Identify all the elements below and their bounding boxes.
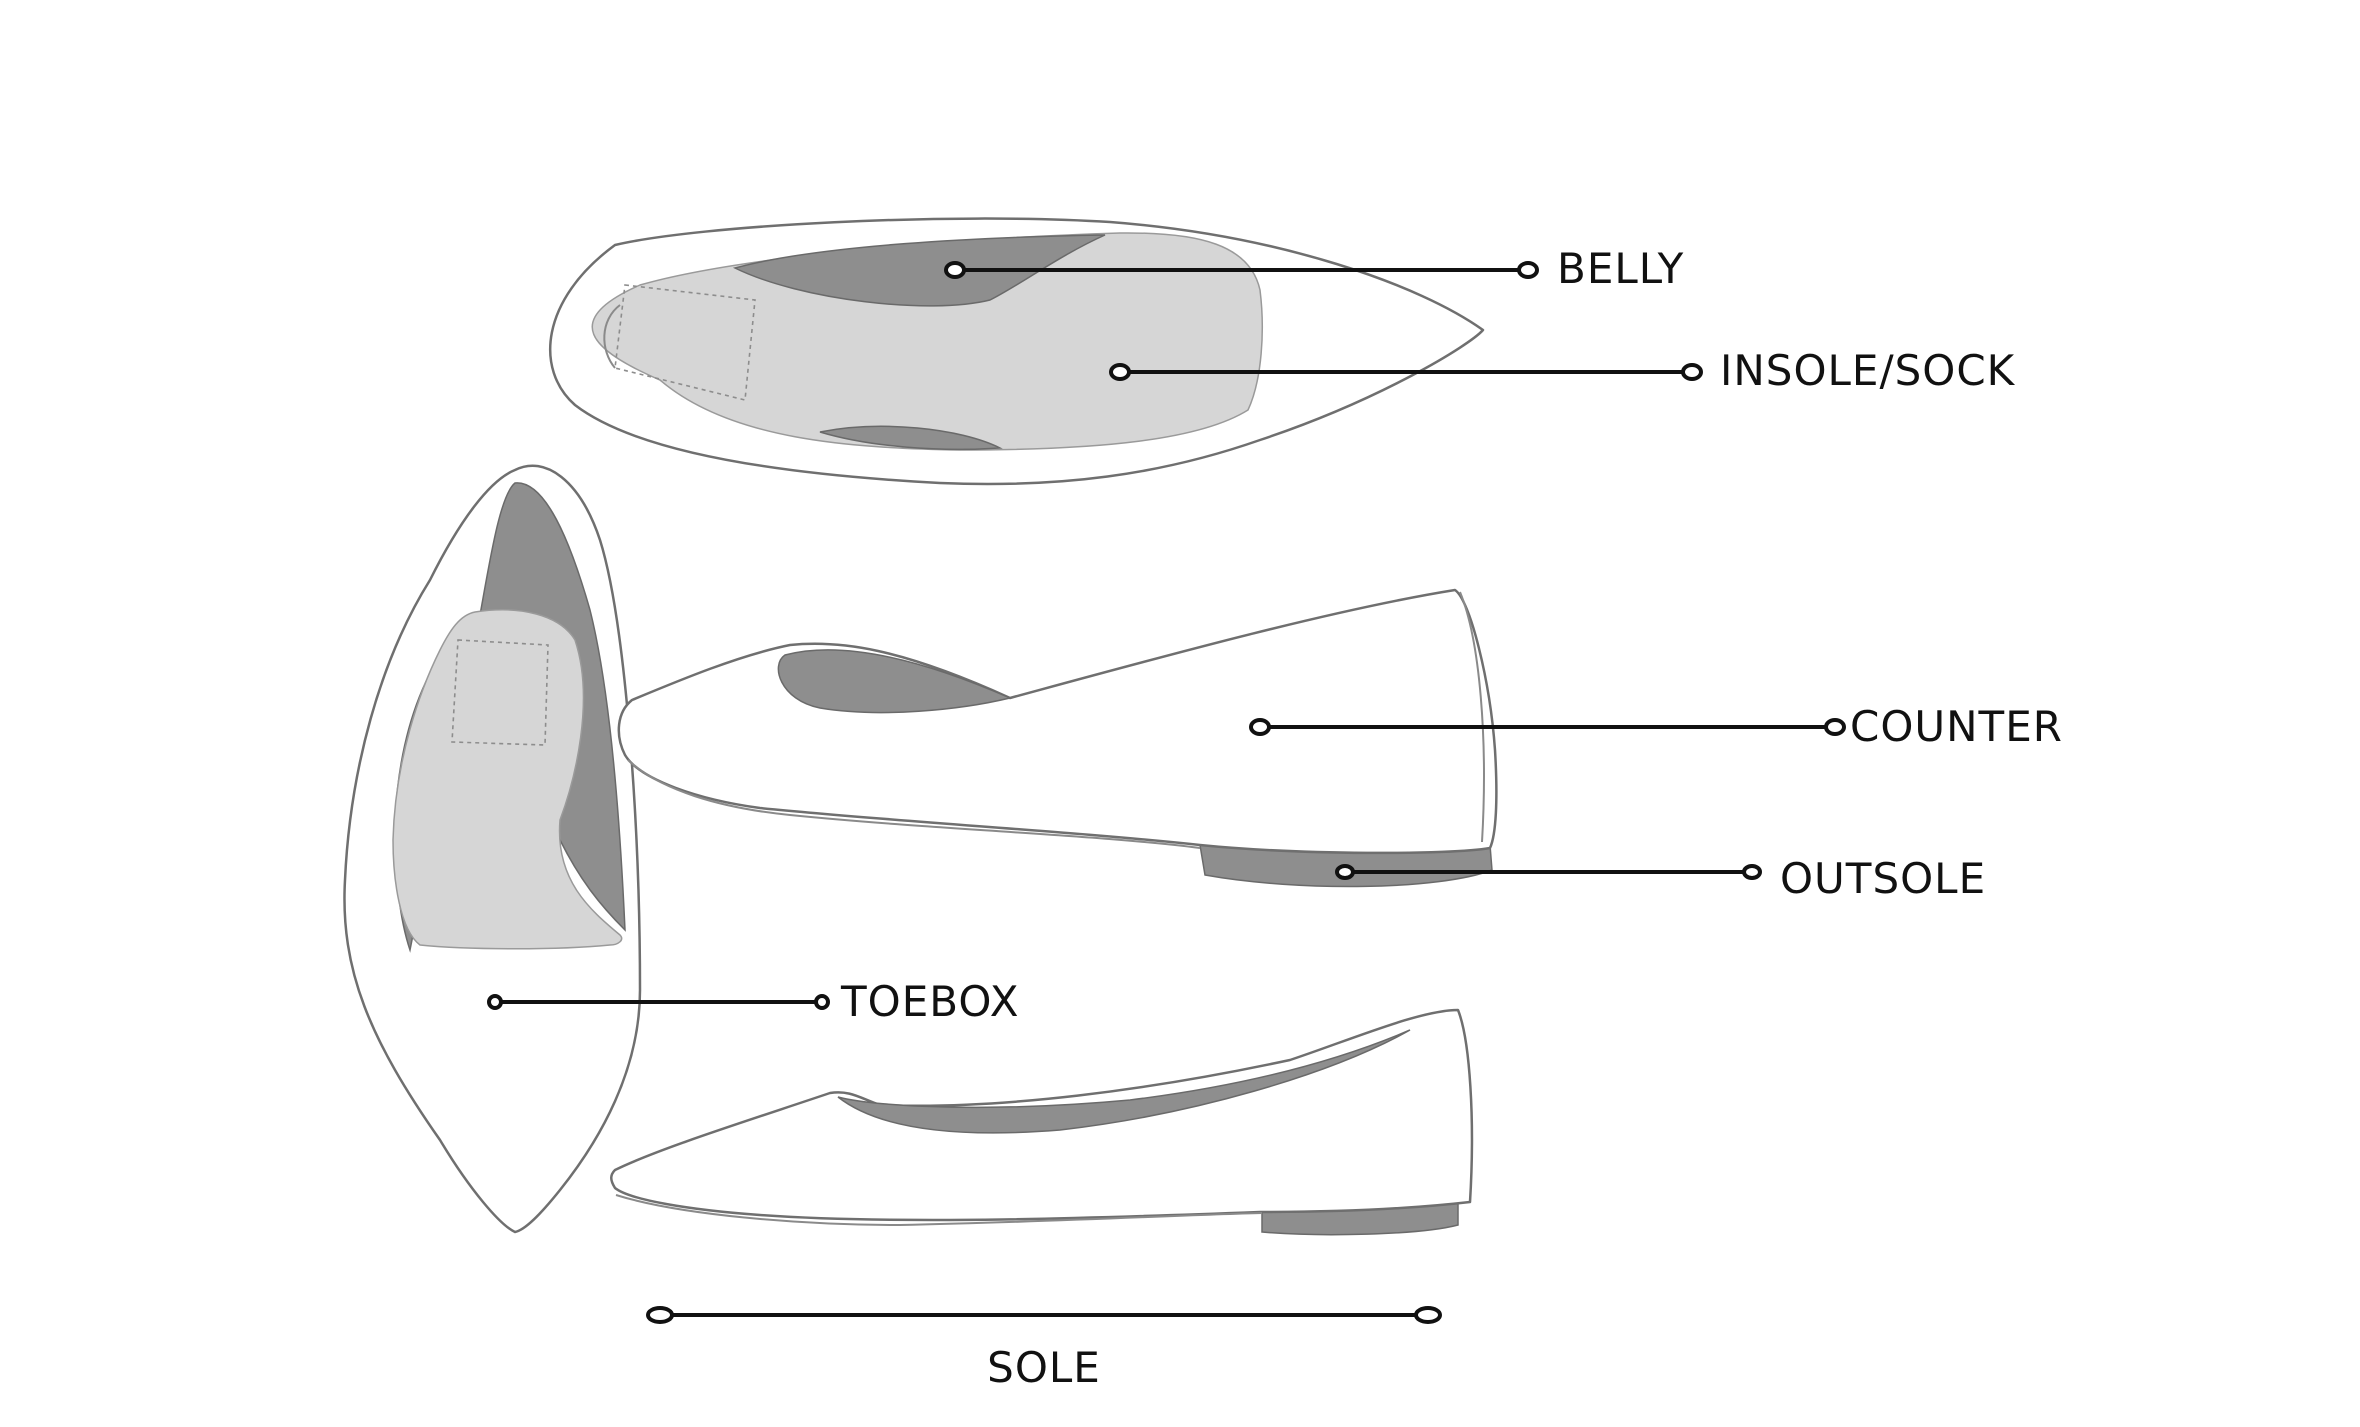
top-view-heel-pad <box>614 284 756 401</box>
front-view-insole <box>392 609 623 950</box>
top-view-inner-edge <box>819 425 1003 451</box>
callout-sole: SOLE <box>646 1306 1442 1392</box>
sole-end-dot <box>1414 1306 1442 1324</box>
insole-end-dot <box>1681 363 1703 381</box>
insole-anchor-dot <box>1109 363 1131 381</box>
callout-counter: COUNTER <box>1249 702 2063 751</box>
callout-insole: INSOLE/SOCK <box>1109 346 2016 395</box>
side-view-upper-outline <box>617 588 1498 855</box>
lower-view-sole-edge <box>615 1194 1263 1227</box>
shoe-side-view <box>617 588 1498 888</box>
belly-anchor-dot <box>944 261 966 279</box>
counter-label: COUNTER <box>1850 702 2063 751</box>
top-view-belly-lining <box>732 234 1106 307</box>
outsole-label: OUTSOLE <box>1780 854 1986 903</box>
toebox-anchor-dot <box>487 994 503 1010</box>
toebox-label: TOEBOX <box>840 977 1019 1026</box>
side-view-collar-lining <box>777 649 1013 714</box>
side-view-sole-edge <box>627 759 1201 849</box>
callout-toebox: TOEBOX <box>487 977 1019 1026</box>
counter-anchor-dot <box>1249 718 1271 736</box>
belly-end-dot <box>1517 261 1539 279</box>
sole-start-dot <box>646 1306 674 1324</box>
callout-outsole: OUTSOLE <box>1335 854 1986 903</box>
shoe-top-view <box>548 217 1485 486</box>
toebox-end-dot <box>814 994 830 1010</box>
belly-label: BELLY <box>1557 244 1684 293</box>
sole-label: SOLE <box>987 1343 1101 1392</box>
lower-view-collar-lining <box>837 1029 1411 1134</box>
counter-end-dot <box>1824 718 1846 736</box>
insole-label: INSOLE/SOCK <box>1720 346 2016 395</box>
callout-belly: BELLY <box>944 244 1684 293</box>
outsole-anchor-dot <box>1335 864 1355 880</box>
side-view-heel-seam <box>1459 591 1485 843</box>
shoe-front-view <box>343 464 642 1234</box>
outsole-end-dot <box>1742 864 1762 880</box>
shoe-side-view-lower <box>610 1008 1474 1236</box>
top-view-heel-curve <box>603 304 621 369</box>
